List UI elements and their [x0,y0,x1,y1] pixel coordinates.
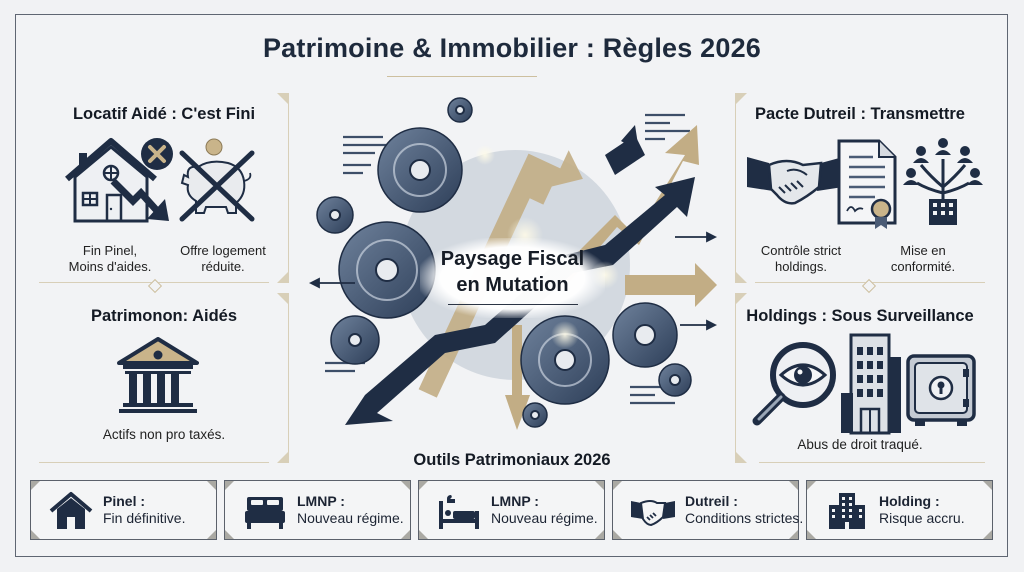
title-underline [387,76,537,77]
panel-title: Patrimonon: Aidés [90,307,238,325]
office-building-icon [841,333,901,435]
safe-icon [906,354,976,426]
caption-offre-logement: Offre logement réduite. [180,243,266,274]
house-down-arrow-icon [65,138,169,223]
panel-locatif-aide: Locatif Aidé : C'est Fini Fin Pinel, Moi… [38,92,290,284]
panel-holdings: Holdings : Sous Surveillance Abus de dro [734,292,986,464]
tool-card-pinel[interactable]: Pinel : Fin définitive. [30,480,217,540]
handshake-icon [747,157,843,205]
tool-label: Dutreil : Conditions strictes. [685,493,804,526]
tools-heading: Outils Patrimoniaux 2026 [413,451,611,469]
caption-fin-pinel: Fin Pinel, Moins d'aides. [68,243,152,274]
caption-actifs-non-pro: Actifs non pro taxés. [102,427,226,442]
panel-title: Locatif Aidé : C'est Fini [72,105,256,123]
double-bed-icon [245,497,285,529]
family-tree-company-icon [903,138,983,225]
single-bed-icon [439,495,479,529]
tool-label: LMNP : Nouveau régime. [297,493,404,526]
tool-card-lmnp-1[interactable]: LMNP : Nouveau régime. [224,480,411,540]
panel-title: Pacte Dutreil : Transmettre [755,105,965,123]
center-label-rule [447,304,578,305]
tool-card-holding[interactable]: Holding : Risque accru. [806,480,993,540]
cancel-x-icon [141,138,173,170]
caption-mise-en-conformite: Mise en conformité. [890,243,956,274]
tool-label: Holding : Risque accru. [879,493,965,526]
panel-pacte-dutreil: Pacte Dutreil : Transmettre Contrôle str… [734,92,986,284]
caption-controle-strict: Contrôle strict holdings. [760,243,842,274]
magnifier-eye-icon [752,342,836,426]
buildings-icon [829,493,865,529]
piggy-bank-crossed-icon [179,138,255,222]
house-icon [49,492,93,529]
certificate-document-icon [837,139,897,229]
tool-label: Pinel : Fin définitive. [103,493,186,526]
tool-label: LMNP : Nouveau régime. [491,493,598,526]
panel-title: Holdings : Sous Surveillance [746,307,974,325]
center-label: Paysage Fiscal en Mutation [420,238,605,318]
page-title: Patrimoine & Immobilier : Règles 2026 [262,33,762,63]
caption-abus-de-droit: Abus de droit traqué. [797,437,923,452]
tool-card-lmnp-2[interactable]: LMNP : Nouveau régime. [418,480,605,540]
panel-patrimoine: Patrimonon: Aidés Actifs non pro taxés. [38,292,290,464]
tool-card-dutreil[interactable]: Dutreil : Conditions strictes. [612,480,803,540]
handshake-icon [631,500,675,527]
bank-building-icon [117,337,199,413]
